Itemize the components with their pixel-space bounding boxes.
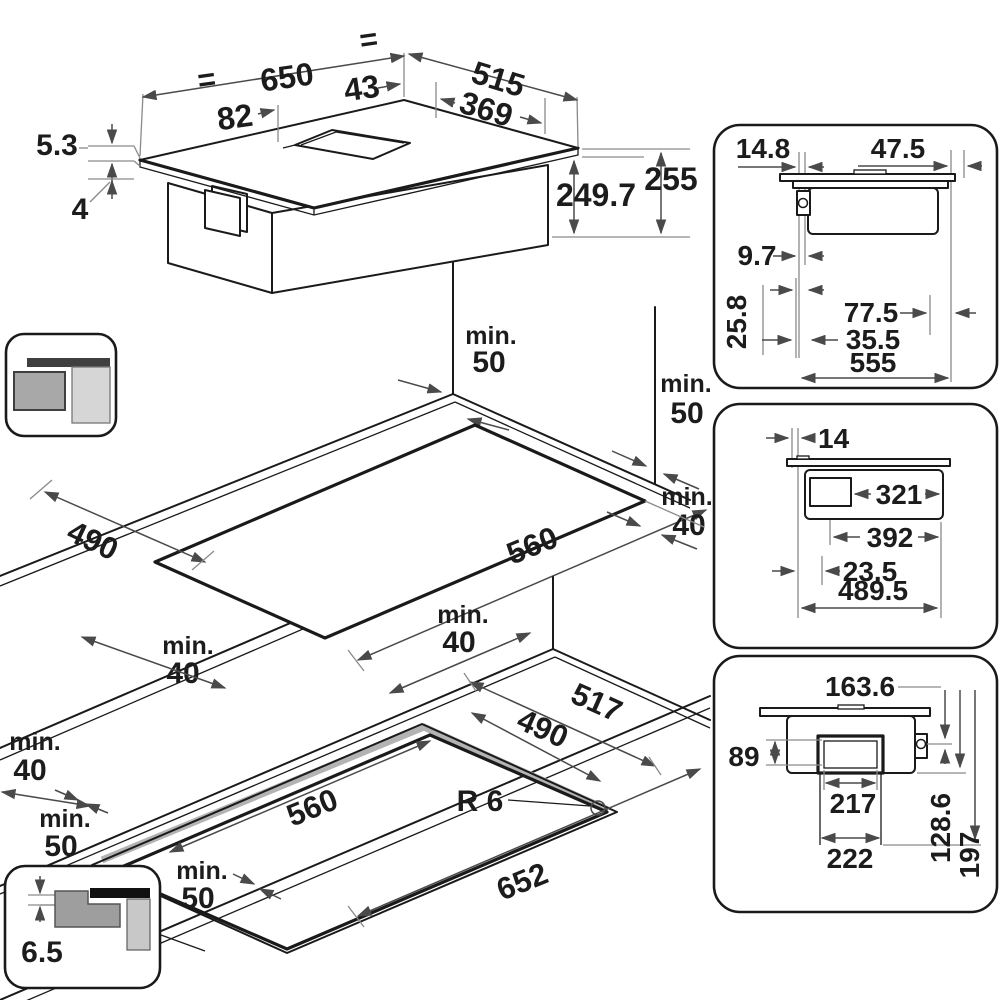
surface-mount-icon: [4, 332, 118, 438]
min-50-left: 50: [44, 830, 77, 863]
dim-47-5: 47.5: [871, 133, 926, 164]
dim-652: 652: [492, 856, 553, 908]
dim-23-5: 23.5: [843, 556, 898, 587]
cabinet-shape: [126, 898, 151, 951]
worktop-cutout-view: 490 560 min. 50 min. 40: [0, 306, 713, 761]
extractor-grille: [294, 129, 411, 160]
isometric-hob-view: = 650 = 82 43 515 369 5.3 4: [36, 21, 698, 431]
flush-mount-icon: 6.5: [3, 864, 206, 990]
clamp-screw: [797, 197, 809, 209]
dim-128-6: 128.6: [925, 793, 956, 863]
min-50-front: 50: [181, 882, 214, 915]
equals-right: =: [357, 21, 380, 58]
dim-5-3: 5.3: [36, 129, 78, 162]
min-label: min.: [162, 632, 213, 660]
dim-4: 4: [72, 193, 89, 226]
dim-217: 217: [830, 788, 877, 819]
cabinet-shape: [71, 366, 111, 424]
panel-junction-box-view: 14 321 392 23.5 489.5: [712, 402, 999, 650]
duct-outlet: [816, 734, 885, 775]
dim-77-5: 77.5: [844, 297, 899, 328]
dim-6-5: 6.5: [21, 936, 63, 969]
dim-14-8: 14.8: [736, 133, 791, 164]
min-label: min.: [660, 370, 711, 398]
dim-489-5: 489.5: [838, 575, 908, 606]
dim-163-6: 163.6: [825, 671, 895, 702]
hob-edge-shape: [27, 358, 110, 367]
dim-650: 650: [258, 55, 316, 98]
worktop-shape: [54, 890, 121, 928]
dim-25-8: 25.8: [721, 295, 752, 350]
min-40-left: 40: [13, 754, 46, 787]
dim-9-7: 9.7: [738, 240, 777, 271]
min-label: min.: [9, 728, 60, 756]
dim-35-5: 35.5: [846, 324, 901, 355]
dim-249-7: 249.7: [556, 177, 636, 213]
min-50-right: 50: [670, 397, 703, 430]
dim-517: 517: [566, 676, 627, 729]
dim-255: 255: [644, 161, 697, 197]
panel-clamp-side-view: 14.8 47.5 9.7 25.8 77.5 35.5 555: [712, 123, 999, 390]
dim-321: 321: [876, 479, 923, 510]
min-label: min.: [465, 322, 516, 350]
dim-89: 89: [728, 741, 759, 772]
dim-14: 14: [818, 423, 850, 454]
dim-197: 197: [954, 832, 985, 879]
min-50-below: 50: [472, 346, 505, 379]
min-label: min.: [437, 601, 488, 629]
min-label: min.: [176, 857, 227, 885]
min-label: min.: [39, 805, 90, 833]
panel-duct-side-view: 163.6 128.6 197 89 217 222: [712, 654, 999, 914]
dim-392: 392: [867, 522, 914, 553]
dim-r6: R 6: [457, 785, 504, 818]
cutout-opening: [108, 733, 609, 951]
junction-box: [809, 477, 852, 507]
dim-560-bottom: 560: [282, 782, 343, 834]
dim-82: 82: [215, 97, 255, 138]
clamp-screw: [915, 738, 927, 750]
clamp-bracket: [796, 190, 811, 216]
equals-left: =: [195, 61, 218, 98]
dim-555: 555: [850, 347, 897, 378]
worktop-shape: [13, 371, 66, 411]
dim-490-bottom: 490: [512, 702, 573, 755]
min-40-back: 40: [442, 626, 475, 659]
cutout-opening: [153, 423, 647, 640]
dim-222: 222: [827, 843, 874, 874]
hob-edge-shape: [90, 888, 150, 898]
dim-43: 43: [342, 68, 382, 109]
min-label: min.: [661, 483, 712, 511]
